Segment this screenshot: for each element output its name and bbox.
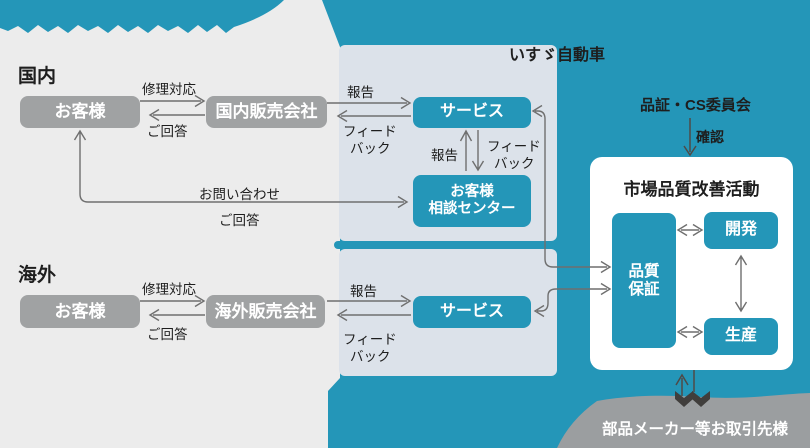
company-name-label: いすゞ自動車	[509, 47, 606, 64]
call-center-label-line2: 相談センター	[428, 201, 516, 217]
overseas-dealer-box: 海外販売会社	[206, 295, 325, 328]
overseas-report-label: 報告	[350, 284, 377, 299]
service-upper-box: サービス	[413, 97, 531, 128]
overseas-feedback-label-line1: フィード	[343, 332, 397, 347]
supplier-arrowheads	[675, 391, 710, 407]
quality-assurance-label-line1: 品質	[628, 262, 660, 280]
arrow-domestic-reply	[148, 108, 205, 122]
domestic-dealer-label: 国内販売会社	[215, 102, 318, 122]
domestic-customer-label: お客様	[54, 102, 106, 122]
development-box: 開発	[704, 212, 778, 249]
arrow-committee-confirm	[683, 118, 697, 157]
development-label: 開発	[724, 221, 757, 239]
arrow-supplier-up	[675, 373, 689, 396]
call-center-label-line1: お客様	[450, 184, 494, 201]
overseas-feedback-label-line2: バック	[350, 349, 391, 364]
inquiry-reply-label: ご回答	[219, 213, 260, 228]
domestic-feedback-label-line2: バック	[350, 141, 391, 156]
overseas-section-label: 海外	[18, 265, 57, 286]
confirm-label: 確認	[696, 129, 724, 145]
quality-assurance-label-line2: 保証	[628, 280, 660, 298]
service-lower-box: サービス	[413, 296, 531, 328]
panel-divider-bar	[334, 241, 557, 249]
supplier-label: 部品メーカー等お取引先様	[601, 421, 788, 438]
center-report-label: 報告	[431, 148, 458, 163]
arrow-overseas-reply	[148, 308, 205, 322]
domestic-report-label: 報告	[347, 85, 374, 100]
service-lower-label: サービス	[439, 302, 504, 320]
quality-assurance-box: 品質 保証	[612, 213, 676, 348]
overseas-customer-label: お客様	[54, 301, 106, 321]
overseas-customer-box: お客様	[20, 295, 140, 328]
service-upper-label: サービス	[439, 103, 504, 121]
center-feedback-label-line1: フィード	[487, 139, 541, 154]
overseas-repair-label: 修理対応	[142, 282, 196, 297]
overseas-dealer-label: 海外販売会社	[214, 301, 317, 321]
call-center-box: お客様 相談センター	[413, 175, 531, 227]
committee-label: 品証・CS委員会	[640, 97, 751, 114]
inquiry-label: お問い合わせ	[199, 187, 280, 202]
improvement-title: 市場品質改善活動	[623, 180, 760, 199]
domestic-dealer-box: 国内販売会社	[206, 96, 327, 128]
domestic-customer-box: お客様	[20, 96, 140, 128]
domestic-section-label: 国内	[18, 66, 57, 87]
production-box: 生産	[704, 318, 778, 355]
overseas-reply-label: ご回答	[147, 327, 188, 342]
production-label: 生産	[724, 327, 757, 345]
torn-paper-edge	[0, 0, 284, 33]
domestic-reply-label: ご回答	[147, 124, 188, 139]
domestic-repair-label: 修理対応	[142, 82, 196, 97]
center-feedback-label-line2: バック	[494, 156, 535, 171]
